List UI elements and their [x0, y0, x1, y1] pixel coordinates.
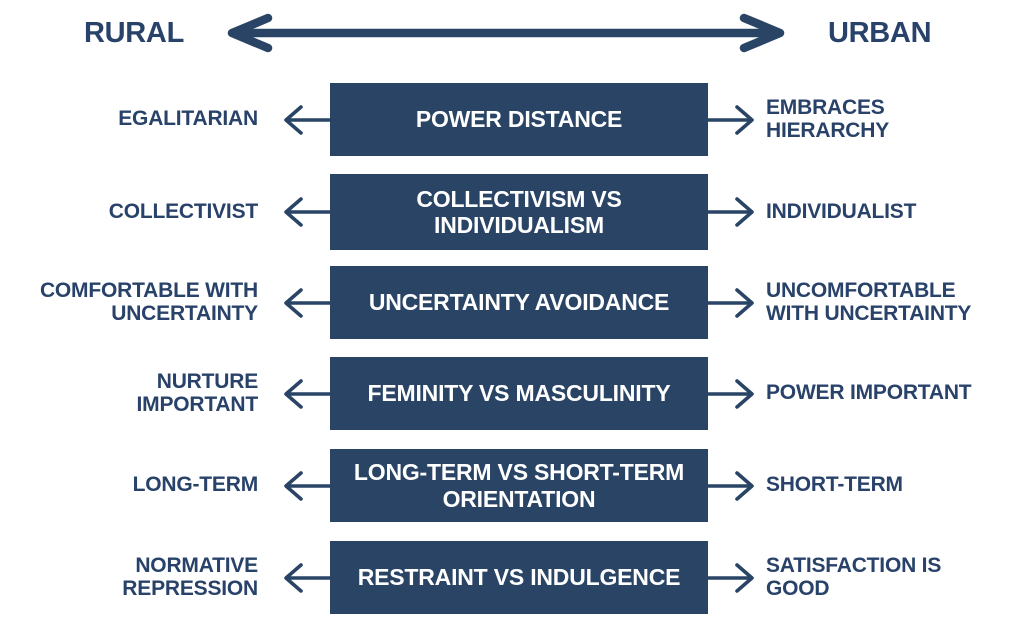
left-arrow-icon: [284, 104, 330, 135]
header-label-urban: URBAN: [828, 16, 932, 49]
left-arrow-icon: [284, 562, 330, 593]
dimension-label: RESTRAINT VS INDULGENCE: [357, 564, 681, 591]
left-pole-label: EGALITARIAN: [118, 107, 258, 131]
dimension-box: FEMINITY VS MASCULINITY: [330, 357, 708, 430]
right-pole-label: SATISFACTION IS GOOD: [766, 554, 942, 600]
dimension-label: COLLECTIVISM VS INDIVIDUALISM: [416, 185, 622, 238]
right-pole-label: SHORT-TERM: [766, 473, 903, 497]
dimension-row-collectivism-individualism: COLLECTIVIST COLLECTIVISM VS INDIVIDUALI…: [0, 174, 1024, 250]
right-pole-label: INDIVIDUALIST: [766, 199, 917, 223]
left-pole-label: LONG-TERM: [132, 473, 259, 497]
right-arrow-icon: [708, 104, 754, 135]
right-arrow-icon: [708, 197, 754, 227]
dimension-label: LONG-TERM VS SHORT-TERM ORIENTATION: [353, 459, 685, 512]
dimension-row-feminity-masculinity: NURTURE IMPORTANT FEMINITY VS MASCULINIT…: [0, 357, 1024, 430]
dimension-row-restraint-indulgence: NORMATIVE REPRESSION RESTRAINT VS INDULG…: [0, 541, 1024, 614]
right-pole-label: UNCOMFORTABLE WITH UNCERTAINTY: [766, 279, 972, 325]
dimension-label: FEMINITY VS MASCULINITY: [367, 380, 671, 407]
left-pole-label: NORMATIVE REPRESSION: [122, 554, 258, 600]
right-arrow-icon: [708, 287, 754, 318]
left-pole-label: COMFORTABLE WITH UNCERTAINTY: [39, 279, 258, 325]
left-arrow-icon: [284, 287, 330, 318]
dimension-row-longterm-shortterm: LONG-TERM LONG-TERM VS SHORT-TERM ORIENT…: [0, 449, 1024, 522]
left-arrow-icon: [284, 197, 330, 227]
right-arrow-icon: [708, 562, 754, 593]
header-label-rural: RURAL: [84, 16, 184, 49]
dimension-row-power-distance: EGALITARIAN POWER DISTANCE EMBRACES HIER…: [0, 83, 1024, 156]
dimension-box: LONG-TERM VS SHORT-TERM ORIENTATION: [330, 449, 708, 522]
left-pole-label: NURTURE IMPORTANT: [136, 370, 259, 416]
right-arrow-icon: [708, 378, 754, 409]
dimension-box: POWER DISTANCE: [330, 83, 708, 156]
dimension-box: COLLECTIVISM VS INDIVIDUALISM: [330, 174, 708, 250]
dimension-box: UNCERTAINTY AVOIDANCE: [330, 266, 708, 339]
dimension-row-uncertainty-avoidance: COMFORTABLE WITH UNCERTAINTY UNCERTAINTY…: [0, 266, 1024, 339]
dimension-label: UNCERTAINTY AVOIDANCE: [368, 289, 670, 316]
right-pole-label: POWER IMPORTANT: [766, 381, 972, 405]
dimension-box: RESTRAINT VS INDULGENCE: [330, 541, 708, 614]
right-arrow-icon: [708, 470, 754, 501]
right-pole-label: EMBRACES HIERARCHY: [766, 96, 890, 142]
dimension-label: POWER DISTANCE: [415, 106, 623, 133]
left-arrow-icon: [284, 378, 330, 409]
left-arrow-icon: [284, 470, 330, 501]
double-arrow-icon: [227, 13, 785, 53]
left-pole-label: COLLECTIVIST: [108, 199, 258, 223]
